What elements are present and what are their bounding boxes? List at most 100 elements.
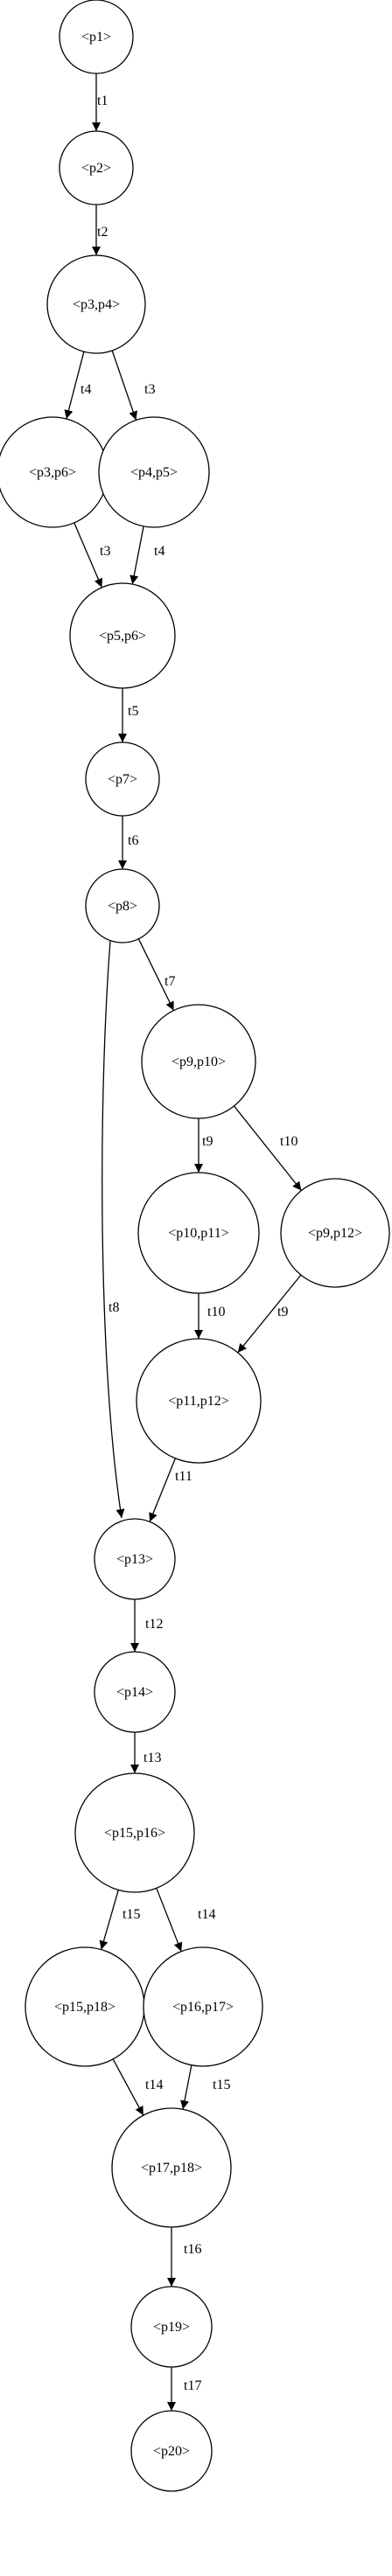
edge-p13-to-p14: t12 (130, 1599, 163, 1652)
node-p15p16: <p15,p16> (74, 1772, 195, 1893)
node-circle (94, 1518, 176, 1600)
node-label: <p7> (108, 772, 137, 787)
node-label: <p5,p6> (99, 629, 146, 644)
edge-label: t10 (207, 1305, 225, 1319)
edge-p5p6-to-p7: t5 (118, 688, 138, 742)
edge-arrow (102, 940, 125, 1519)
node-label: <p8> (108, 899, 137, 914)
node-label: <p13> (116, 1552, 153, 1567)
edge-p7-to-p8: t6 (118, 816, 138, 869)
edge-label: t10 (280, 1134, 298, 1149)
node-label: <p11,p12> (168, 1394, 228, 1409)
node-p15p18: <p15,p18> (24, 1946, 145, 2067)
node-circle (130, 2286, 213, 2368)
edge-label: t4 (154, 544, 164, 559)
node-label: <p17,p18> (141, 2161, 202, 2176)
edge-label: t16 (184, 2242, 201, 2257)
edge-arrow (137, 938, 175, 1011)
edge-p9p10-to-p9p12: t10 (233, 1105, 302, 1191)
node-circle (111, 2107, 232, 2228)
edge-label: t15 (213, 2078, 230, 2092)
edge-label: t3 (144, 382, 155, 397)
node-p13: <p13> (94, 1518, 176, 1600)
edge-p15p16-to-p15p18: t15 (99, 1890, 140, 1950)
edge-label: t9 (202, 1134, 213, 1149)
edge-label: t8 (108, 1300, 119, 1315)
edge-label: t5 (128, 704, 138, 719)
node-label: <p15,p16> (104, 1826, 165, 1841)
node-p8: <p8> (85, 868, 160, 943)
node-circle (74, 1772, 195, 1893)
edge-label: t1 (97, 94, 108, 108)
edge-p3p6-to-p5p6: t3 (74, 522, 110, 588)
node-p11p12: <p11,p12> (136, 1338, 262, 1464)
node-circle (141, 1004, 256, 1119)
edge-arrow (180, 2064, 192, 2110)
node-label: <p19> (153, 2320, 190, 2335)
edge-p19-to-p20: t17 (167, 2367, 201, 2411)
edge-arrow (156, 1888, 183, 1952)
node-p10p11: <p10,p11> (137, 1172, 260, 1294)
node-circle (69, 582, 176, 689)
edge-p11p12-to-p13: t11 (149, 1458, 192, 1522)
node-circle (85, 868, 160, 943)
edge-p9p10-to-p10p11: t9 (194, 1118, 213, 1173)
edge-label: t13 (144, 1751, 161, 1765)
node-circle (46, 254, 146, 354)
node-circle (143, 1946, 263, 2067)
node-circle (98, 416, 210, 528)
edge-p3p4-to-p4p5: t3 (111, 350, 155, 421)
node-p20: <p20> (130, 2410, 213, 2492)
edge-p17p18-to-p19: t16 (167, 2227, 201, 2287)
edge-p16p17-to-p17p18: t15 (180, 2064, 230, 2110)
node-circle (136, 1338, 262, 1464)
node-p3p6: <p3,p6> (0, 416, 108, 528)
edge-p4p5-to-p5p6: t4 (130, 526, 164, 585)
node-circle (130, 2410, 213, 2492)
node-circle (94, 1651, 176, 1733)
edge-p8-to-p13: t8 (102, 940, 125, 1519)
node-p7: <p7> (85, 741, 160, 817)
edge-label: t14 (198, 1907, 215, 1922)
node-p5p6: <p5,p6> (69, 582, 176, 689)
node-label: <p16,p17> (172, 2000, 234, 2015)
node-p9p12: <p9,p12> (280, 1178, 390, 1288)
edge-arrow (112, 2058, 144, 2116)
edge-p15p18-to-p17p18: t14 (112, 2058, 163, 2116)
node-p16p17: <p16,p17> (143, 1946, 263, 2067)
node-p14: <p14> (94, 1651, 176, 1733)
edge-p3p4-to-p3p6: t4 (64, 352, 91, 420)
node-label: <p2> (81, 161, 111, 176)
node-label: <p1> (81, 30, 111, 45)
edge-label: t7 (164, 974, 175, 989)
node-label: <p20> (153, 2444, 190, 2459)
node-label: <p9,p12> (308, 1226, 362, 1241)
edge-label: t9 (277, 1305, 288, 1319)
node-label: <p15,p18> (54, 2000, 116, 2015)
edge-p14-to-p15p16: t13 (130, 1732, 161, 1773)
node-circle (59, 0, 134, 74)
edge-label: t17 (184, 2378, 201, 2393)
edge-arrow (237, 1274, 302, 1354)
node-label: <p10,p11> (168, 1226, 228, 1241)
node-label: <p14> (116, 1685, 153, 1700)
node-p19: <p19> (130, 2286, 213, 2368)
node-p17p18: <p17,p18> (111, 2107, 232, 2228)
edge-arrow (233, 1105, 302, 1191)
nodes-layer: <p1><p2><p3,p4><p3,p6><p4,p5><p5,p6><p7>… (0, 0, 390, 2492)
edge-label: t11 (175, 1469, 192, 1484)
edge-arrow (74, 522, 103, 588)
edge-p15p16-to-p16p17: t14 (156, 1888, 215, 1952)
node-label: <p3,p6> (29, 465, 76, 480)
edge-p8-to-p9p10: t7 (137, 938, 175, 1011)
edge-label: t3 (100, 544, 110, 559)
node-p4p5: <p4,p5> (98, 416, 210, 528)
node-circle (59, 130, 134, 205)
edge-arrow (111, 350, 137, 421)
edge-p1-to-p2: t1 (92, 73, 108, 131)
edge-label: t12 (145, 1617, 163, 1632)
edge-arrow (64, 352, 85, 420)
edge-p10p11-to-p11p12: t10 (194, 1293, 225, 1339)
